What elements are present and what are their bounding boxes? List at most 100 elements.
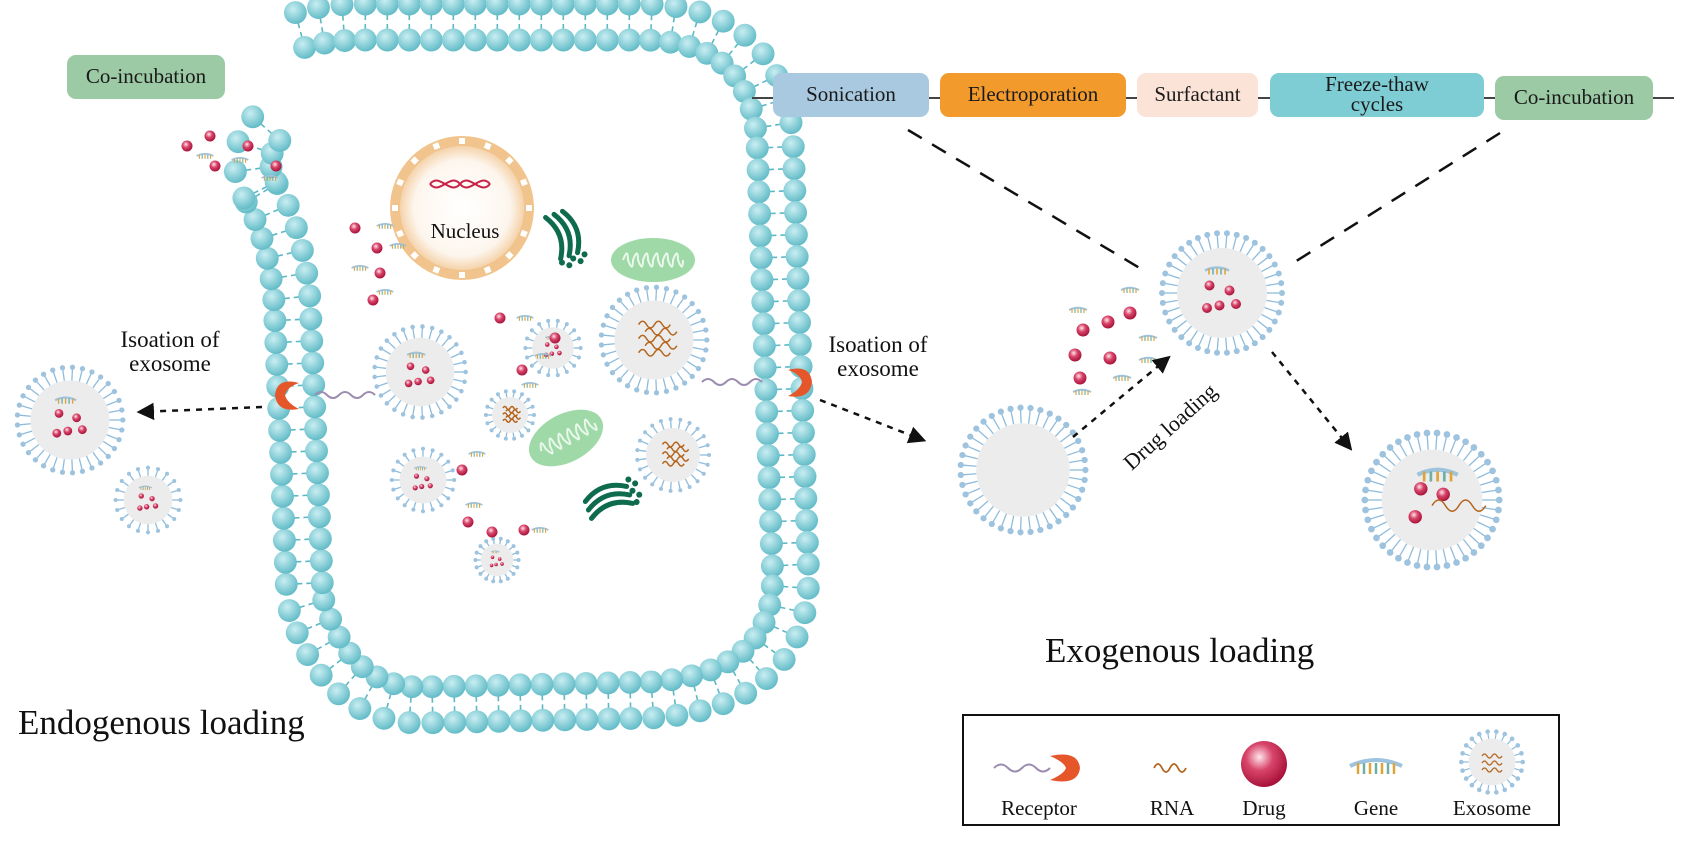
exosome-lipid-tail [540,366,543,371]
exosome-lumen [1177,248,1267,338]
exosome-lipid-tail [656,380,657,391]
lipid-head [788,311,811,334]
lipid-head [748,202,771,225]
exosome-lipid-head [391,468,395,472]
exosome-lipid-tail [1029,516,1031,529]
legend-exosome-head [1460,768,1465,773]
exosome-lipid-tail [1474,528,1486,536]
drug-particle [144,504,149,509]
exosome-lipid-tail [1064,442,1076,448]
drug-particle [422,366,430,374]
golgi-vesicle [631,480,639,488]
drug-particle [182,141,193,152]
exosome-lipid-tail [572,355,577,357]
exosome-lipid-tail [99,447,107,455]
exosome-lipid-tail [447,346,455,352]
exosome-lipid-head [1489,467,1496,474]
gene-fragment [262,176,279,181]
drug-particle [517,365,528,376]
exosome-lipid-head [989,521,995,527]
drug-particle [498,557,502,561]
exosome-lipid-tail [1217,236,1218,248]
lipid-head [750,246,773,269]
lipid-head [304,417,327,440]
exosome-lipid-head [1166,261,1172,267]
exosome-lipid-tail [548,368,549,374]
exosome-lipid-tail [621,302,628,310]
lipid-head [749,224,772,247]
exosome-lipid-head [1379,451,1386,458]
drug-particle [375,268,386,279]
exosome-lipid-head [525,337,529,341]
lipid-head [746,137,769,160]
gene-fragment [1139,358,1157,363]
lipid-head [311,571,334,594]
drug-particle [1102,316,1115,329]
exosome-lipid-head [1361,497,1368,504]
exosome-lipid-tail [985,506,993,516]
drug-particle [1104,352,1117,365]
exosome-lipid-head [572,328,576,332]
exosome-lipid-head [401,412,406,417]
exosome-lumen [400,457,447,504]
exosome-lipid-tail [437,499,441,504]
exosome-lipid-tail [699,462,706,464]
exosome-lipid-tail [1191,245,1198,255]
exosome-lipid-head [1278,300,1284,306]
exosome-lipid-head [1160,280,1166,286]
exosome-lipid-head [420,415,425,420]
exosome-lipid-tail [37,382,44,390]
exosome-lipid-head [601,322,606,327]
exosome-lipid-head [430,414,435,419]
legend-exosome-tail [1495,733,1496,739]
exosome-lipid-tail [422,328,423,337]
exosome-lipid-tail [1262,314,1273,320]
exosome-lipid-tail [451,354,460,358]
lipid-head [486,0,509,15]
legend-rna-label: RNA [1150,796,1194,821]
exosome-lipid-tail [445,471,451,473]
lipid-head [299,308,322,331]
exosome-lipid-head [485,421,489,425]
golgi-vesicle [577,257,585,265]
lipid-head [553,672,576,695]
exosome-lipid-head [499,537,503,541]
legend-exosome-tail [1464,754,1469,756]
lipid-head [277,194,300,217]
exosome-lipid-head [1266,327,1272,333]
exosome-lipid-tail [1392,539,1401,550]
exosome-lipid-head [998,409,1004,415]
lipid-head [793,443,816,466]
gene-fragment [1139,336,1157,341]
lipid-head [574,29,597,52]
gene-fragment [377,290,394,295]
drug-particle [491,556,495,560]
gene-fragment [55,398,76,404]
lipid-head [531,709,554,732]
drug-particle [490,564,494,568]
exosome-lipid-tail [1060,434,1070,442]
exosome-lipid-head [706,463,710,467]
drug-particle [78,425,87,434]
exosome-lipid-tail [168,514,173,518]
drug-particle [554,345,559,350]
exosome-lipid-tail [1050,509,1057,520]
gene-fragment [535,354,552,359]
lipid-head [712,692,735,715]
exosome-lipid-tail [1183,326,1191,335]
exosome-lipid-head [659,419,663,423]
exosome-lipid-head [1362,487,1369,494]
exosome-lipid-head [696,366,701,371]
exosome-lipid-head [1484,534,1491,541]
exosome-lipid-head [706,443,710,447]
lipid-head [420,0,443,15]
drug-particle [1124,307,1137,320]
exosome-lipid-head [980,515,986,521]
exosome-lipid-head [669,417,673,421]
exosome-lipid-tail [569,331,573,335]
exosome-lipid-head [106,381,111,386]
lipid-head [509,709,532,732]
arrows [140,130,1500,448]
lipid-head [301,351,324,374]
exosome-lipid-head [127,472,131,476]
